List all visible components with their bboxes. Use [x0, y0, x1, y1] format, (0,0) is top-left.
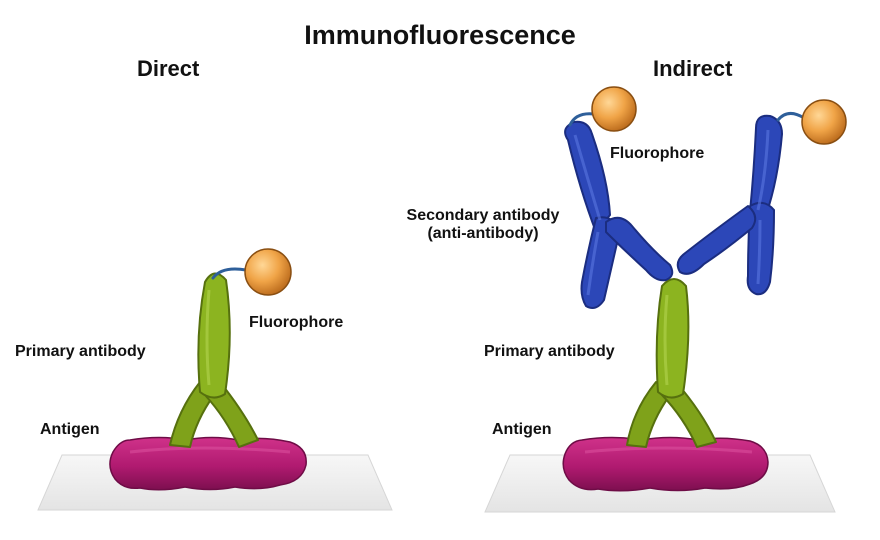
diagram-title: Immunofluorescence — [304, 20, 576, 50]
direct-primary-antibody — [169, 272, 259, 448]
indirect-secondary-antibody-label: Secondary antibody (anti-antibody) — [388, 207, 578, 243]
indirect-fluorophore-tether-left — [568, 112, 596, 127]
indirect-fluorophore-label: Fluorophore — [610, 145, 705, 162]
indirect-panel — [484, 86, 847, 513]
direct-primary-antibody-label: Primary antibody — [15, 343, 146, 360]
indirect-primary-antibody — [626, 278, 717, 448]
indirect-secondary-antibody-right — [676, 114, 783, 296]
direct-heading: Direct — [137, 56, 200, 81]
direct-panel — [37, 248, 393, 511]
indirect-primary-antibody-label: Primary antibody — [484, 343, 615, 360]
direct-antigen — [109, 436, 307, 491]
indirect-antigen — [562, 436, 769, 492]
indirect-heading: Indirect — [653, 56, 733, 81]
indirect-fluorophore-tether-right — [776, 112, 806, 122]
indirect-fluorophore-right — [801, 99, 847, 145]
indirect-secondary-antibody-left — [564, 120, 674, 309]
direct-fluorophore-tether — [211, 267, 248, 280]
indirect-fluorophore-left — [591, 86, 637, 132]
indirect-antigen-label: Antigen — [492, 421, 552, 438]
secondary-label-line-2: (anti-antibody) — [427, 225, 539, 242]
direct-fluorophore-label: Fluorophore — [249, 314, 344, 331]
direct-fluorophore — [244, 248, 292, 296]
direct-antigen-label: Antigen — [40, 421, 100, 438]
secondary-label-line-1: Secondary antibody — [406, 207, 560, 224]
